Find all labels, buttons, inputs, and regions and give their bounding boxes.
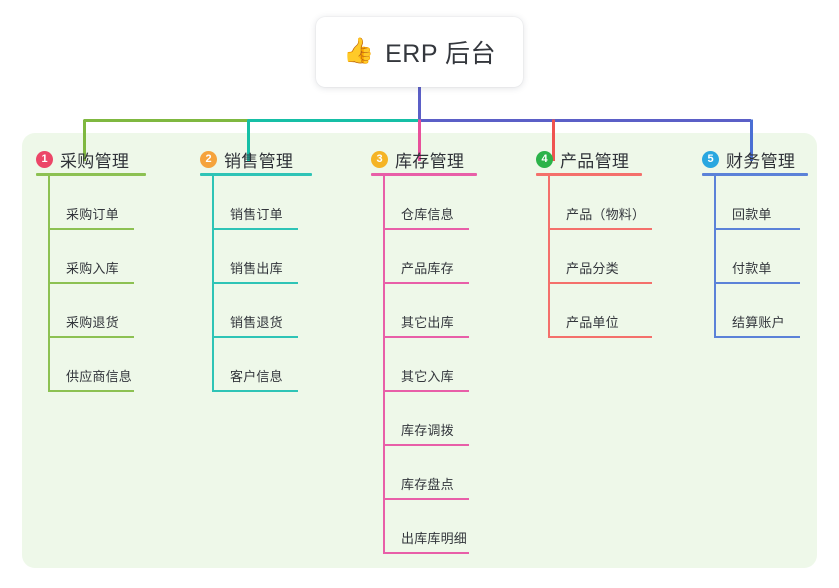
column-stem-3	[383, 176, 385, 554]
thumbs-up-icon: 👍	[342, 36, 375, 65]
leaf-label: 产品分类	[566, 261, 619, 276]
leaf-item[interactable]: 出库库明细	[383, 500, 469, 554]
leaf-label: 其它出库	[401, 315, 454, 330]
leaf-label: 产品库存	[401, 261, 454, 276]
leaf-item[interactable]: 结算账户	[714, 284, 800, 338]
leaf-item[interactable]: 回款单	[714, 176, 800, 230]
column-badge-4: 4	[536, 151, 553, 168]
column-header-3[interactable]: 3 库存管理	[371, 147, 464, 172]
leaf-rule	[548, 228, 652, 230]
leaf-rule	[714, 228, 800, 230]
leaf-item[interactable]: 销售出库	[212, 230, 298, 284]
column-rule-4	[536, 173, 642, 176]
leaf-label: 销售订单	[230, 207, 283, 222]
leaf-label: 采购退货	[66, 315, 119, 330]
leaf-item[interactable]: 库存盘点	[383, 446, 469, 500]
leaf-rule	[383, 390, 469, 392]
leaf-label: 回款单	[732, 207, 772, 222]
leaf-item[interactable]: 库存调拨	[383, 392, 469, 446]
leaf-label: 客户信息	[230, 369, 283, 384]
leaf-rule	[383, 498, 469, 500]
column-header-5[interactable]: 5 财务管理	[702, 147, 795, 172]
leaf-label: 结算账户	[732, 315, 785, 330]
column-badge-2: 2	[200, 151, 217, 168]
column-title-1: 采购管理	[60, 152, 130, 171]
leaf-label: 销售出库	[230, 261, 283, 276]
leaf-label: 库存盘点	[401, 477, 454, 492]
leaf-label: 采购入库	[66, 261, 119, 276]
leaf-rule	[383, 552, 469, 554]
leaf-item[interactable]: 付款单	[714, 230, 800, 284]
column-header-1[interactable]: 1 采购管理	[36, 147, 129, 172]
leaf-label: 仓库信息	[401, 207, 454, 222]
column-title-4: 产品管理	[560, 152, 630, 171]
diagram-panel	[22, 133, 817, 568]
column-badge-3: 3	[371, 151, 388, 168]
column-title-5: 财务管理	[726, 152, 796, 171]
leaf-label: 库存调拨	[401, 423, 454, 438]
leaf-rule	[548, 282, 652, 284]
leaf-item[interactable]: 产品分类	[548, 230, 652, 284]
leaf-rule	[383, 444, 469, 446]
leaf-rule	[548, 336, 652, 338]
column-rule-5	[702, 173, 808, 176]
leaf-item[interactable]: 产品（物料）	[548, 176, 652, 230]
leaf-label: 采购订单	[66, 207, 119, 222]
leaf-item[interactable]: 仓库信息	[383, 176, 469, 230]
leaf-item[interactable]: 产品单位	[548, 284, 652, 338]
leaf-rule	[212, 282, 298, 284]
leaf-rule	[48, 282, 134, 284]
leaf-item[interactable]: 客户信息	[212, 338, 298, 392]
leaf-rule	[383, 282, 469, 284]
root-title: ERP 后台	[385, 40, 497, 68]
leaf-label: 其它入库	[401, 369, 454, 384]
leaf-item[interactable]: 采购入库	[48, 230, 134, 284]
column-title-3: 库存管理	[395, 152, 465, 171]
column-stem-4	[548, 176, 550, 338]
leaf-rule	[714, 336, 800, 338]
column-title-2: 销售管理	[224, 152, 294, 171]
leaf-item[interactable]: 采购订单	[48, 176, 134, 230]
leaf-rule	[383, 336, 469, 338]
column-header-2[interactable]: 2 销售管理	[200, 147, 293, 172]
leaf-label: 产品（物料）	[566, 207, 646, 222]
leaf-rule	[48, 390, 134, 392]
column-badge-1: 1	[36, 151, 53, 168]
leaf-rule	[48, 336, 134, 338]
leaf-item[interactable]: 其它出库	[383, 284, 469, 338]
leaf-item[interactable]: 产品库存	[383, 230, 469, 284]
column-rule-3	[371, 173, 477, 176]
leaf-item[interactable]: 采购退货	[48, 284, 134, 338]
column-rule-2	[200, 173, 312, 176]
leaf-item[interactable]: 销售订单	[212, 176, 298, 230]
column-stem-1	[48, 176, 50, 392]
column-stem-5	[714, 176, 716, 338]
column-header-4[interactable]: 4 产品管理	[536, 147, 629, 172]
leaf-rule	[212, 336, 298, 338]
leaf-item[interactable]: 其它入库	[383, 338, 469, 392]
leaf-rule	[383, 228, 469, 230]
column-rule-1	[36, 173, 146, 176]
leaf-rule	[48, 228, 134, 230]
leaf-rule	[714, 282, 800, 284]
column-badge-5: 5	[702, 151, 719, 168]
leaf-item[interactable]: 销售退货	[212, 284, 298, 338]
leaf-label: 销售退货	[230, 315, 283, 330]
leaf-rule	[212, 390, 298, 392]
leaf-label: 供应商信息	[66, 369, 133, 384]
column-stem-2	[212, 176, 214, 392]
leaf-rule	[212, 228, 298, 230]
leaf-label: 付款单	[732, 261, 772, 276]
leaf-label: 产品单位	[566, 315, 619, 330]
root-node[interactable]: 👍 ERP 后台	[316, 17, 523, 87]
leaf-item[interactable]: 供应商信息	[48, 338, 134, 392]
leaf-label: 出库库明细	[401, 531, 468, 546]
